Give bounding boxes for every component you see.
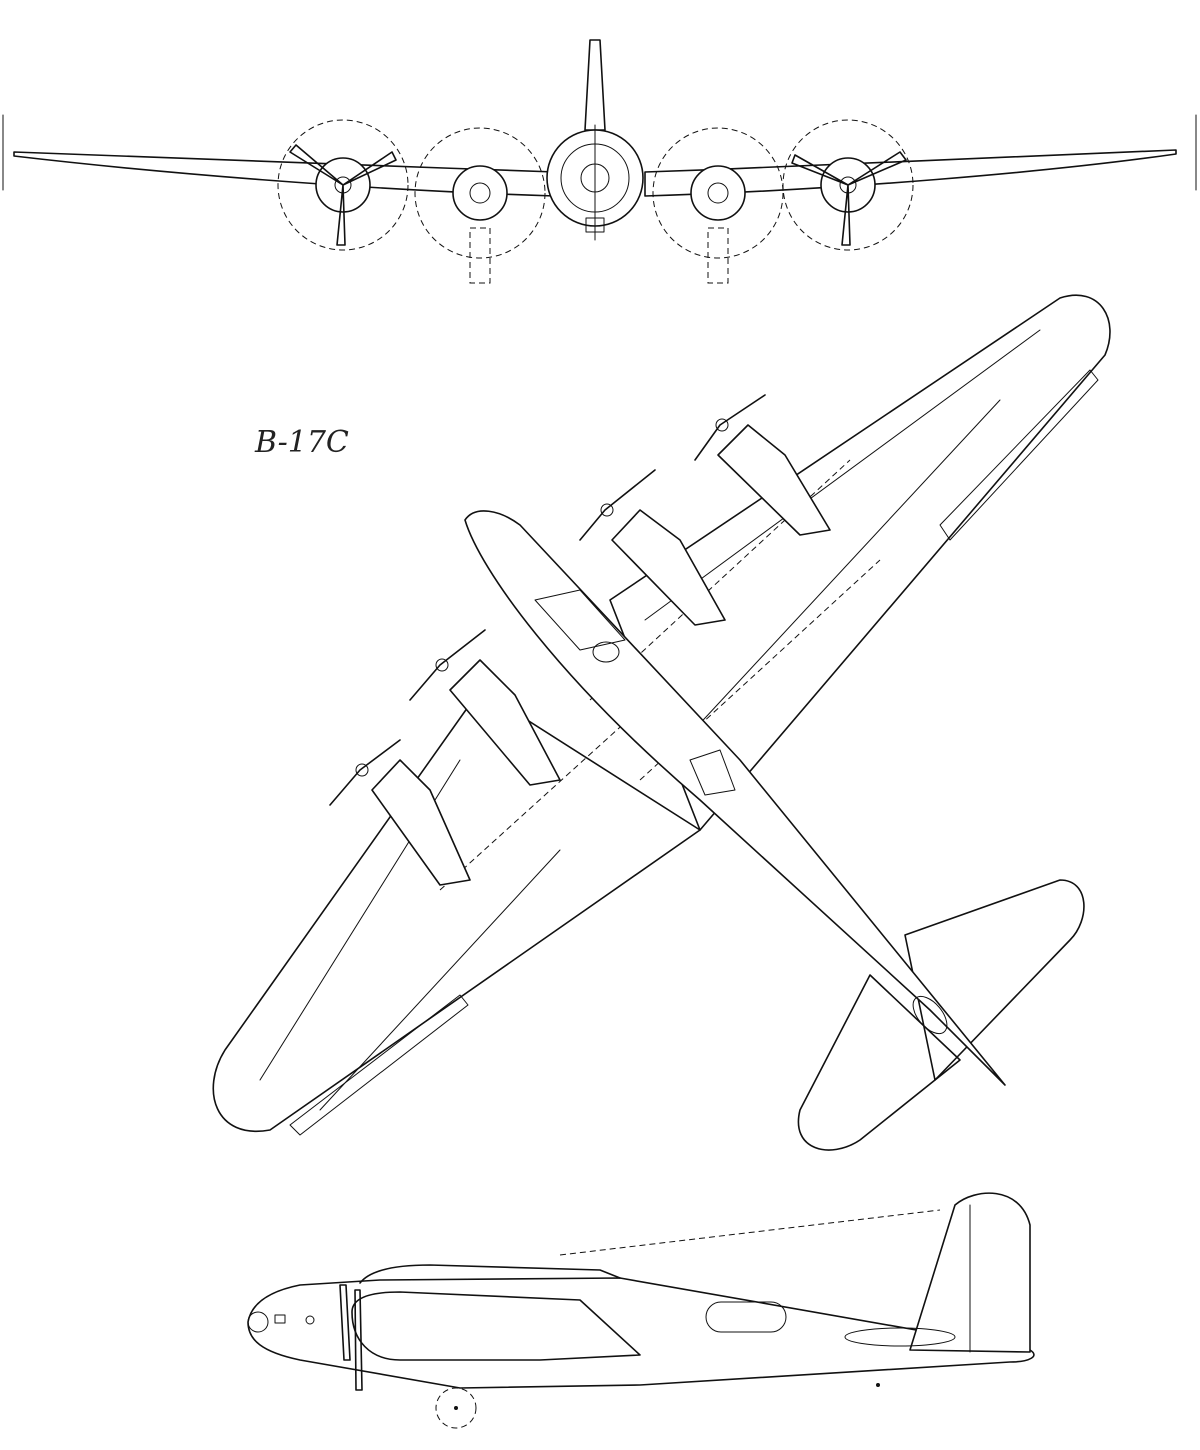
top-wing-left [212,689,701,1133]
front-engine-outer-left [289,144,397,246]
top-view: B-17C [212,294,1111,1151]
top-tailplane-right [904,879,1085,1081]
top-engine-1 [329,739,471,886]
top-engine-2 [409,629,561,786]
front-engine-inner-right [690,165,746,284]
front-fuselage [546,39,644,241]
side-engine-nacelle [351,1291,641,1361]
top-fuselage [464,510,1006,1086]
side-landing-wheel [435,1387,477,1429]
designation-label: B-17C [254,425,349,460]
front-engine-inner-left [452,165,508,284]
top-engine-3 [579,469,726,626]
side-view [247,1192,1035,1429]
front-wing-right [644,149,1177,197]
top-wing-right [609,294,1111,831]
front-engine-outer-right [791,151,907,246]
front-view [2,39,1197,284]
top-engine-4 [694,394,831,536]
side-propeller [339,1284,363,1391]
top-tailplane-left [797,974,961,1151]
